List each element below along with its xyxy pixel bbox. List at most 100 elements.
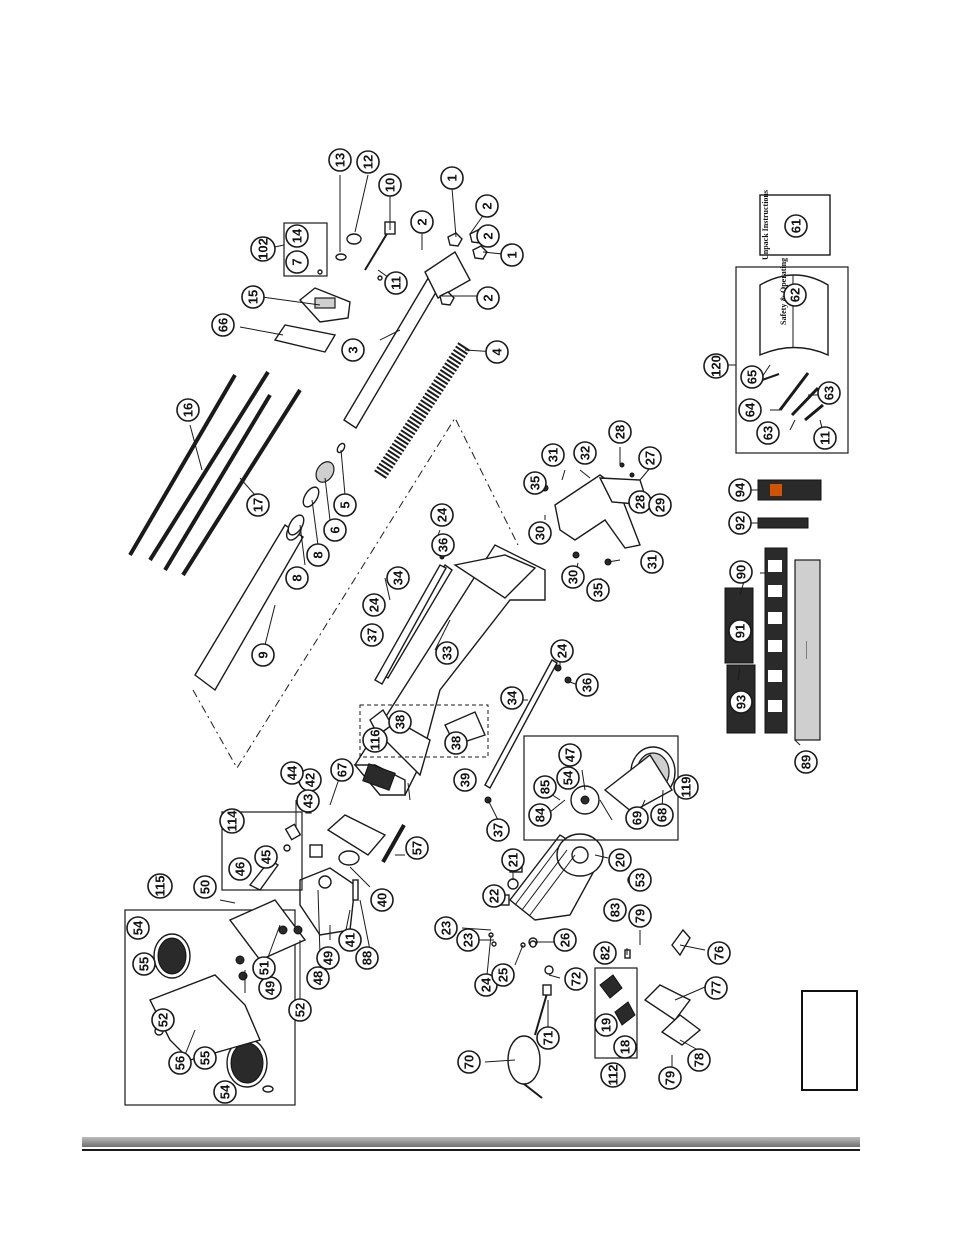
callout-9: 9: [251, 643, 275, 667]
callout-number: 89: [799, 755, 814, 769]
callout-55: 55: [193, 1046, 217, 1070]
callout-circle: [523, 471, 547, 495]
callout-number: 26: [558, 933, 573, 947]
callout-24: 24: [362, 593, 386, 617]
switch-box-112: [594, 967, 638, 1059]
callout-circle: [356, 150, 380, 174]
callout-number: 82: [598, 946, 613, 960]
callout-46: 46: [228, 857, 252, 881]
callout-circle: [817, 381, 841, 405]
callout-circle: [687, 1048, 711, 1072]
callout-30: 30: [528, 521, 552, 545]
callout-circle: [728, 619, 752, 643]
callout-38: 38: [388, 710, 412, 734]
callout-14: 14: [285, 224, 309, 248]
callout-55: 55: [132, 952, 156, 976]
callout-number: 119: [679, 777, 694, 798]
callout-114: 114: [219, 808, 245, 834]
callout-49: 49: [258, 976, 282, 1000]
callout-23: 23: [434, 916, 458, 940]
callout-number: 112: [606, 1065, 621, 1086]
callout-35: 35: [523, 471, 547, 495]
callout-circle: [254, 845, 278, 869]
callout-number: 53: [633, 873, 648, 887]
callout-circle: [628, 868, 652, 892]
callout-number: 76: [712, 946, 727, 960]
callout-number: 16: [181, 403, 196, 417]
callout-circle: [553, 928, 577, 952]
callout-33: 33: [435, 641, 459, 665]
callout-56: 56: [168, 1051, 192, 1075]
callout-71: 71: [536, 1026, 560, 1050]
unpack-instructions-title: Unpack Instructions: [761, 190, 770, 260]
callout-2: 2: [475, 194, 499, 218]
callout-number: 11: [389, 276, 404, 290]
callout-circle: [341, 338, 365, 362]
callout-number: 49: [263, 981, 278, 995]
callout-circle: [431, 533, 455, 557]
callout-circle: [405, 836, 429, 860]
tank-gasket-parts: [326, 814, 406, 901]
callout-115: 115: [147, 873, 173, 899]
callout-circle: [501, 848, 525, 872]
callout-circle: [550, 639, 574, 663]
callout-2: 2: [410, 210, 434, 234]
callout-circle: [475, 194, 499, 218]
callout-number: 22: [487, 889, 502, 903]
callout-35: 35: [586, 578, 610, 602]
callout-circle: [435, 641, 459, 665]
callout-number: 54: [561, 770, 576, 785]
callout-number: 65: [745, 370, 760, 384]
callout-circle: [306, 966, 330, 990]
callout-34: 34: [386, 566, 410, 590]
callout-number: 44: [285, 765, 300, 780]
callout-circle: [729, 690, 753, 714]
callout-circle: [252, 956, 276, 980]
callout-number: 120: [709, 355, 724, 377]
callout-7: 7: [285, 250, 309, 274]
callout-circle: [603, 898, 627, 922]
callout-49: 49: [316, 946, 340, 970]
callout-28: 28: [608, 420, 632, 444]
callout-circle: [625, 806, 649, 830]
callout-number: 37: [491, 823, 506, 837]
callout-2: 2: [476, 224, 500, 248]
callout-52: 52: [288, 998, 312, 1022]
callout-circle: [360, 623, 384, 647]
callout-circle: [533, 775, 557, 799]
callout-circle: [296, 789, 320, 813]
callout-circle: [147, 873, 173, 899]
callout-circle: [250, 236, 276, 262]
callout-61: 61: [784, 214, 808, 238]
callout-77: 77: [704, 976, 728, 1000]
leader-lines: [160, 174, 823, 1070]
gasket-66: [273, 324, 337, 353]
callout-number: 116: [368, 730, 383, 751]
callout-number: 55: [198, 1051, 213, 1065]
callout-8: 8: [285, 566, 309, 590]
wheel-assembly: [149, 933, 274, 1093]
callout-circle: [211, 313, 235, 337]
callout-number: 90: [734, 565, 749, 579]
callout-119: 119: [673, 774, 699, 800]
callout-number: 38: [449, 736, 464, 750]
callout-circle: [378, 173, 402, 197]
decal-92: [757, 517, 809, 529]
callout-number: 7: [290, 258, 305, 265]
callout-43: 43: [296, 789, 320, 813]
footer-bar: [82, 1137, 860, 1147]
callout-5: 5: [333, 493, 357, 517]
callout-number: 27: [643, 451, 658, 465]
callout-93: 93: [729, 690, 753, 714]
callout-91: 91: [728, 619, 752, 643]
callout-number: 66: [216, 318, 231, 332]
callout-8: 8: [306, 543, 330, 567]
callout-number: 24: [479, 977, 494, 992]
callout-number: 46: [233, 862, 248, 876]
callout-24: 24: [474, 973, 498, 997]
return-spring: [374, 341, 471, 479]
callout-37: 37: [486, 818, 510, 842]
callout-circle: [740, 365, 764, 389]
